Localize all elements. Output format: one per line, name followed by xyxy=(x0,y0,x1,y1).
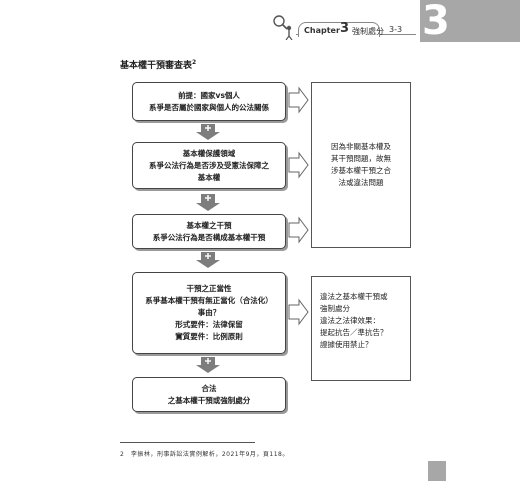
chapter-tab-number: 3 xyxy=(422,0,450,44)
note-line: 提起抗告／準抗告？ xyxy=(320,328,388,337)
flow-step-lawful: 合法 之基本權干預或強制處分 xyxy=(132,377,286,412)
note-line: 其干預問題，故無 xyxy=(331,154,391,163)
step-line: 前提：國家vs個人 xyxy=(178,90,240,100)
section-number: 3-3 xyxy=(389,25,403,34)
step-line: 基本權保護領域 xyxy=(182,148,236,158)
flow-step-protection-scope: 基本權保護領域 系爭公法行為是否涉及受憲法保障之 基本權 xyxy=(132,142,286,189)
step-line: 事由？ xyxy=(197,308,221,317)
header-tab xyxy=(298,22,380,37)
flow-step-interference: 基本權之干預 系爭公法行為是否構成基本權干預 xyxy=(132,214,286,249)
step-line: 實質要件：比例原則 xyxy=(175,332,243,341)
footnote-mark: 2 xyxy=(192,59,197,66)
side-note-no-issue: 因為非關基本權及 其干預問題，故無 涉基本權干預之合 法或違法問題 xyxy=(311,82,411,248)
note-line: 違法之基本權干預或 xyxy=(320,292,388,301)
chapter-number: 3 xyxy=(340,21,350,36)
page-title: 基本權干預審查表2 xyxy=(120,58,196,71)
step-line: 系爭公法行為是否構成基本權干預 xyxy=(152,232,266,242)
footnote: 2 李振林，刑事訴訟法實例解析，2021年9月，頁118。 xyxy=(120,451,289,458)
note-line: 違法之法律效果： xyxy=(320,316,380,325)
note-line: 強制處分 xyxy=(320,304,350,313)
step-line: 系爭基本權干預有無正當化（合法化） xyxy=(145,296,273,305)
step-line: 基本權之干預 xyxy=(186,220,232,230)
magnifier-figure-icon xyxy=(273,15,293,40)
note-line: 法或違法問題 xyxy=(338,178,384,187)
note-line: 因為非關基本權及 xyxy=(331,142,391,151)
step-line: 基本權 xyxy=(197,172,221,182)
step-line: 系爭公法行為是否涉及受憲法保障之 xyxy=(149,160,269,170)
right-arrow-icon xyxy=(288,151,309,179)
chapter-tab-block xyxy=(420,0,520,42)
right-arrow-icon xyxy=(288,298,309,326)
note-line: 證據使用禁止？ xyxy=(320,340,373,349)
flow-step-justification: 干預之正當性 系爭基本權干預有無正當化（合法化） 事由？ 形式要件：法律保留 實… xyxy=(132,272,286,354)
chapter-title: 強制處分 xyxy=(352,27,384,36)
footnote-rule xyxy=(120,442,255,443)
flow-step-premise: 前提：國家vs個人 系爭是否屬於國家與個人的公法關係 xyxy=(132,82,286,121)
step-line: 形式要件：法律保留 xyxy=(175,320,243,329)
step-line: 干預之正當性 xyxy=(186,284,232,293)
note-line: 涉基本權干預之合 xyxy=(331,166,391,175)
right-arrow-icon xyxy=(288,86,309,114)
page-corner-block xyxy=(428,461,446,481)
step-line: 之基本權干預或強制處分 xyxy=(167,395,251,405)
right-arrow-icon xyxy=(288,216,309,244)
step-line: 合法 xyxy=(201,383,217,393)
step-line: 系爭是否屬於國家與個人的公法關係 xyxy=(149,102,269,112)
chapter-label: Chapter xyxy=(304,26,340,35)
side-note-unlawful: 違法之基本權干預或 強制處分 違法之法律效果： 提起抗告／準抗告？ 證據使用禁止… xyxy=(311,276,411,381)
page-title-text: 基本權干預審查表 xyxy=(120,61,193,71)
